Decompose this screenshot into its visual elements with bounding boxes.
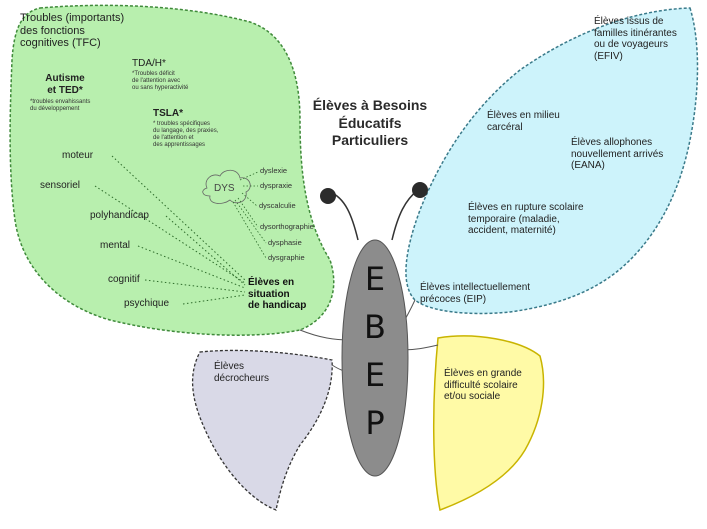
handicap-item-sensoriel: sensoriel: [40, 180, 81, 191]
blue-wing-shape: [405, 7, 699, 315]
handicap-dotted-lines: [94, 155, 246, 305]
difficulte-label: Élèves en grande difficulté scolaire et/…: [444, 368, 522, 402]
diagram-title: Élèves à Besoins Éducatifs Particuliers: [312, 97, 428, 148]
handicap-item-moteur: moteur: [62, 150, 94, 161]
handicap-item-polyhandicap: polyhandicap: [90, 210, 149, 221]
tfc-label: Troubles (importants) des fonctions cogn…: [20, 12, 125, 50]
dys-item: dyspraxie: [260, 181, 293, 190]
dys-item: dysgraphie: [268, 253, 305, 262]
body-letter-e2: E: [364, 356, 386, 394]
rupture-label: Élèves en rupture scolaire temporaire (m…: [468, 202, 584, 236]
carceral-label: Élèves en milieu carcéral: [487, 110, 560, 133]
eana-label: Élèves allophones nouvellement arrivés (…: [571, 137, 664, 171]
dys-label: DYS: [214, 183, 235, 194]
handicap-item-mental: mental: [100, 240, 131, 251]
green-wing-shape: [9, 4, 335, 336]
dys-item: dysphasie: [268, 238, 302, 247]
butterfly-body: [341, 239, 409, 477]
right-antenna-tip: [412, 182, 428, 198]
yellow-wing-shape: [432, 335, 545, 512]
decrocheurs-label: Élèves décrocheurs: [214, 361, 270, 384]
tsla-note: * troubles spécifiques du langage, des p…: [153, 121, 219, 148]
tsla-label: TSLA*: [153, 108, 183, 119]
eip-label: Élèves intellectuellement précoces (EIP): [420, 282, 531, 305]
dys-item: dyslexie: [260, 166, 288, 175]
dys-dotted-lines: [232, 171, 267, 259]
body-letter-b: B: [364, 308, 386, 346]
efiv-label: Élèves issus de familles itinérantes ou …: [594, 16, 677, 62]
dys-item: dysorthographie: [260, 222, 314, 231]
autism-label: Autisme et TED*: [45, 73, 85, 96]
handicap-item-psychique: psychique: [124, 298, 170, 309]
body-letter-p: P: [365, 404, 385, 442]
situation-handicap-label: Élèves en situation de handicap: [248, 277, 307, 311]
body-letter-e1: E: [364, 260, 386, 298]
grey-wing-shape: [192, 349, 333, 511]
left-antenna-tip: [320, 188, 336, 204]
dys-cloud: [202, 169, 251, 204]
dys-item: dyscalculie: [259, 201, 296, 210]
handicap-item-cognitif: cognitif: [108, 274, 140, 285]
tdah-label: TDA/H*: [132, 58, 166, 69]
tdah-note: *Troubles déficit de l'attention avec ou…: [132, 71, 189, 91]
autism-note: *troubles envahissants du développement: [30, 99, 91, 112]
